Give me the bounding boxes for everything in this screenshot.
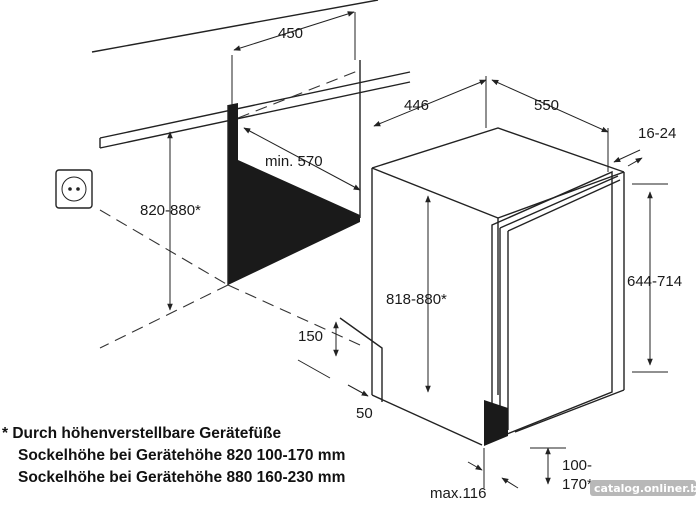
dim-plinth-height-b: 170*	[562, 476, 593, 493]
dim-appliance-height: 818-880*	[386, 291, 447, 308]
footnote-line-2: Sockelhöhe bei Gerätehöhe 820 100-170 mm	[18, 447, 345, 464]
dim-niche-width: 450	[278, 25, 303, 42]
dim-max-offset: max.116	[430, 485, 486, 502]
dimension-lines	[167, 11, 668, 489]
countertop	[91, 0, 411, 149]
installation-niche	[99, 60, 361, 349]
dim-door-gap: 16-24	[638, 125, 676, 142]
watermark-text: catalog.onliner.by	[594, 482, 698, 495]
plinth-outline	[339, 317, 383, 402]
footnote-line-1: * Durch höhenverstellbare Gerätefüße	[2, 425, 281, 442]
dim-min-depth: min. 570	[265, 153, 323, 170]
dim-door-height: 644-714	[627, 273, 682, 290]
dim-plinth-cutout: 150	[298, 328, 323, 345]
watermark: catalog.onliner.by	[590, 480, 698, 496]
dim-niche-depth: 446	[404, 97, 429, 114]
dishwasher-body	[371, 127, 625, 446]
dim-plinth-depth: 50	[356, 405, 373, 422]
wall-socket-icon	[55, 169, 93, 209]
footnote-line-3: Sockelhöhe bei Gerätehöhe 880 160-230 mm	[18, 469, 345, 486]
dim-plinth-height-a: 100-	[562, 457, 592, 474]
dim-niche-height: 820-880*	[140, 202, 201, 219]
dim-appliance-depth: 550	[534, 97, 559, 114]
